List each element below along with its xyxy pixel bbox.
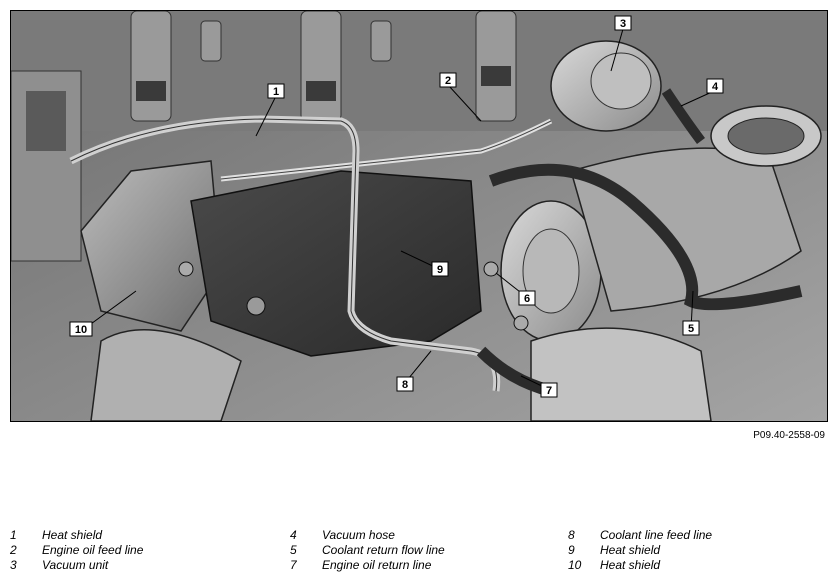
- svg-text:4: 4: [712, 81, 719, 93]
- legend-label: Heat shield: [600, 543, 661, 557]
- legend-label: Vacuum hose: [322, 528, 395, 542]
- svg-text:3: 3: [620, 18, 626, 30]
- callout-8: 8: [396, 376, 414, 392]
- legend-number: 3: [10, 558, 17, 572]
- svg-text:10: 10: [75, 324, 87, 336]
- callout-5: 5: [682, 320, 700, 336]
- legend-label: Vacuum unit: [42, 558, 109, 572]
- legend-item: 10 Heat shield: [568, 558, 828, 573]
- legend-item: 7 Engine oil return line: [290, 558, 560, 573]
- legend-number: 5: [290, 543, 297, 557]
- legend-item: 2 Engine oil feed line: [10, 543, 280, 558]
- legend-label: Engine oil return line: [322, 558, 432, 572]
- legend-number: 9: [568, 543, 575, 557]
- legend-item: 3 Vacuum unit: [10, 558, 280, 573]
- legend-number: 4: [290, 528, 297, 542]
- legend-number: 8: [568, 528, 575, 542]
- svg-text:1: 1: [273, 86, 279, 98]
- svg-text:2: 2: [445, 75, 451, 87]
- legend-item: 9 Heat shield: [568, 543, 828, 558]
- callout-7: 7: [540, 382, 558, 398]
- legend-number: 2: [10, 543, 17, 557]
- legend-number: 7: [290, 558, 297, 572]
- callouts: 1 2 3 4 5 6 7: [69, 15, 724, 398]
- legend-label: Coolant line feed line: [600, 528, 713, 542]
- callout-4: 4: [706, 78, 724, 94]
- figure-reference: P09.40-2558-09: [753, 430, 825, 441]
- callout-10: 10: [69, 321, 93, 337]
- engine-illustration: 1 2 3 4 5 6 7: [10, 10, 828, 422]
- callout-6: 6: [518, 290, 536, 306]
- svg-text:9: 9: [437, 264, 443, 276]
- legend-label: Engine oil feed line: [42, 543, 144, 557]
- svg-text:8: 8: [402, 379, 408, 391]
- legend-item: 5 Coolant return flow line: [290, 543, 560, 558]
- callout-2: 2: [439, 72, 457, 88]
- legend-label: Heat shield: [42, 528, 103, 542]
- callout-1: 1: [267, 83, 285, 99]
- svg-text:7: 7: [546, 385, 552, 397]
- legend-number: 10: [568, 558, 582, 572]
- legend-item: 1 Heat shield: [10, 528, 280, 543]
- callout-9: 9: [431, 261, 449, 277]
- callout-3: 3: [614, 15, 632, 31]
- legend-item: 8 Coolant line feed line: [568, 528, 828, 543]
- legend-label: Coolant return flow line: [322, 543, 445, 557]
- engine-drawing: 1 2 3 4 5 6 7: [11, 11, 827, 421]
- legend-column: 1 Heat shield 2 Engine oil feed line 3 V…: [10, 528, 280, 573]
- legend-item: 4 Vacuum hose: [290, 528, 560, 543]
- svg-text:5: 5: [688, 323, 694, 335]
- legend-number: 1: [10, 528, 17, 542]
- svg-text:6: 6: [524, 293, 530, 305]
- legend-column: 4 Vacuum hose 5 Coolant return flow line…: [290, 528, 560, 573]
- legend-label: Heat shield: [600, 558, 661, 572]
- legend-column: 8 Coolant line feed line 9 Heat shield 1…: [568, 528, 828, 573]
